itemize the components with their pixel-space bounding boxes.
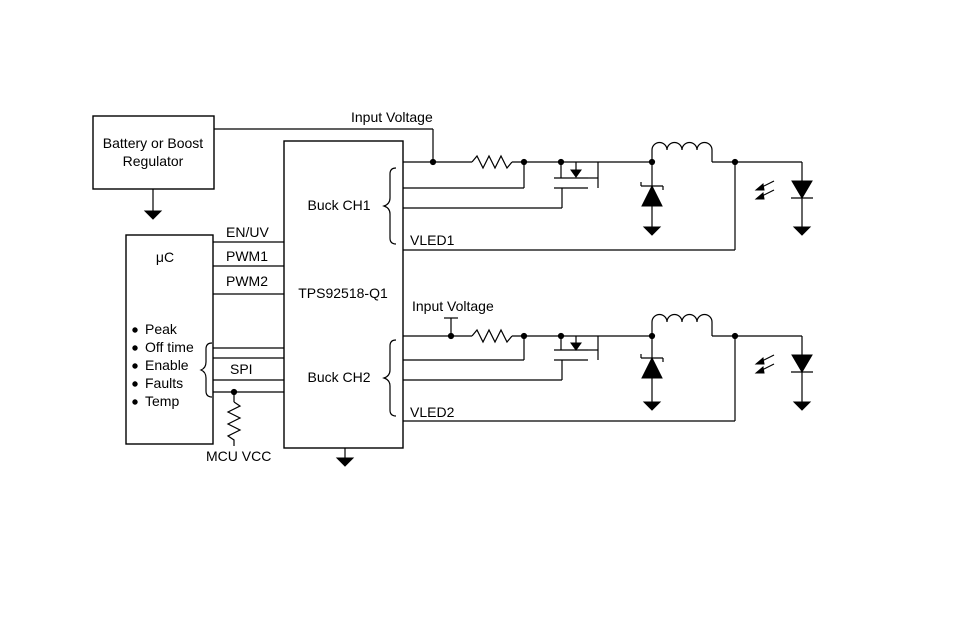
ground-symbol-regulator xyxy=(143,189,163,220)
buck-ch2-brace xyxy=(382,339,397,417)
buck-ch1-label: Buck CH1 xyxy=(307,197,370,213)
control-signal-wires: EN/UV PWM1 PWM2 SPI xyxy=(213,224,284,393)
sense-resistor-ch2 xyxy=(471,328,513,344)
mcu-block: μC Peak Off time Enable Faults Temp xyxy=(125,234,214,445)
catch-diode-ch2 xyxy=(640,336,664,411)
driver-ic-label: TPS92518-Q1 xyxy=(298,285,388,301)
mcu-vcc-label: MCU VCC xyxy=(206,448,271,464)
mcu-feature-off-time: Off time xyxy=(145,339,194,355)
mcu-feature-list: Peak Off time Enable Faults Temp xyxy=(132,321,194,409)
signal-pwm1-label: PWM1 xyxy=(226,248,268,264)
driver-ic-block: TPS92518-Q1 Buck CH1 Buck CH2 xyxy=(283,140,404,449)
mcu-feature-enable: Enable xyxy=(145,357,189,373)
led-ch2 xyxy=(754,336,813,411)
mcu-feature-peak: Peak xyxy=(145,321,178,337)
inductor-ch2 xyxy=(651,313,802,337)
mcu-vcc-pullup: MCU VCC xyxy=(206,388,271,464)
vled1-label: VLED1 xyxy=(410,232,455,248)
power-source-block: Battery or Boost Regulator xyxy=(92,115,215,190)
signal-pwm2-label: PWM2 xyxy=(226,273,268,289)
vled2-label: VLED2 xyxy=(410,404,455,420)
power-source-label-line2: Regulator xyxy=(123,153,184,169)
pfet-ch2 xyxy=(554,336,599,361)
inductor-ch1 xyxy=(651,141,802,163)
mcu-feature-faults: Faults xyxy=(145,375,183,391)
pfet-ch1 xyxy=(554,162,599,189)
mcu-feature-temp: Temp xyxy=(145,393,179,409)
signal-en-uv-label: EN/UV xyxy=(226,224,269,240)
input-voltage-1-label: Input Voltage xyxy=(351,109,433,125)
sense-resistor-ch1 xyxy=(471,154,513,170)
catch-diode-ch1 xyxy=(640,162,664,236)
mcu-feature-brace xyxy=(199,342,213,398)
power-source-label-line1: Battery or Boost xyxy=(103,135,203,151)
led-ch1 xyxy=(754,162,813,236)
channel1-power-stage: Input Voltage xyxy=(214,109,813,251)
buck-ch2-label: Buck CH2 xyxy=(307,369,370,385)
channel2-power-stage: Input Voltage xyxy=(403,298,813,422)
input-voltage-2-label: Input Voltage xyxy=(412,298,494,314)
buck-ch1-brace xyxy=(382,167,397,245)
ground-symbol-ic xyxy=(335,448,355,467)
mcu-label: μC xyxy=(156,249,174,265)
signal-spi-label: SPI xyxy=(230,361,253,377)
